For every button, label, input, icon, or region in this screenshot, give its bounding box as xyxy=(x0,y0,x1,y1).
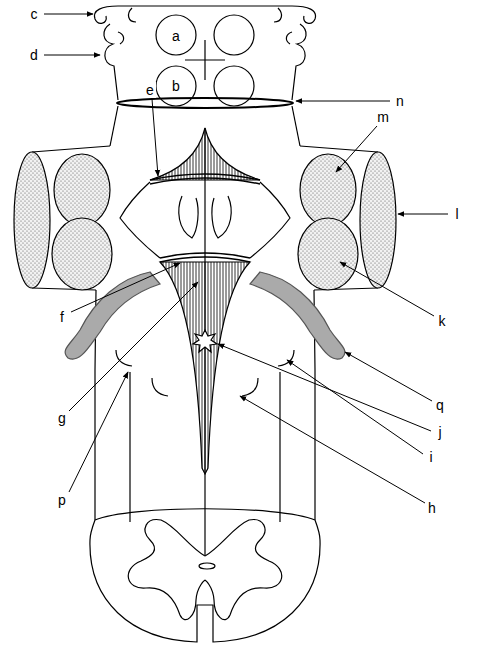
leader-line xyxy=(71,263,180,312)
cross-mark xyxy=(185,40,225,80)
leader-line xyxy=(69,372,128,492)
tubercle-curve xyxy=(116,350,132,366)
leader-line xyxy=(345,352,432,401)
callout-letter: i xyxy=(427,449,434,465)
medulla-outline xyxy=(129,372,130,522)
callout-letter: q xyxy=(434,397,446,413)
callout-letter: j xyxy=(436,424,443,440)
thalamus-outline xyxy=(94,6,205,23)
star-mark xyxy=(193,330,217,352)
central-canal xyxy=(199,563,215,569)
spinal-cord-section xyxy=(90,520,320,642)
callout-letter: k xyxy=(437,313,448,329)
leader-lines xyxy=(44,14,448,503)
geniculate-outline xyxy=(104,24,118,100)
leader-line xyxy=(398,214,448,215)
spinal-cord-section xyxy=(95,509,315,520)
tubercle-curve xyxy=(152,378,168,396)
peduncle-outline xyxy=(32,146,110,152)
brainstem-outline xyxy=(14,6,396,642)
leader-line xyxy=(152,99,158,176)
leader-line xyxy=(44,14,93,15)
peduncle-lobe xyxy=(54,154,110,226)
callout-letter: g xyxy=(56,410,68,426)
leader-line xyxy=(240,396,425,503)
pulvinar-curve xyxy=(129,8,136,22)
colliculus-circle xyxy=(156,66,196,106)
peduncle-outline xyxy=(110,106,118,146)
colliculus-circle xyxy=(156,15,196,55)
callout-letter: d xyxy=(28,47,40,63)
callout-letter: l xyxy=(453,206,460,222)
callout-letter: a xyxy=(170,28,182,44)
geniculate-curve xyxy=(118,32,124,44)
neck-ring xyxy=(117,98,293,108)
callout-letter: n xyxy=(394,93,406,109)
callout-letter: b xyxy=(170,78,182,94)
leader-line xyxy=(296,101,390,102)
callout-letter: m xyxy=(375,109,391,125)
callout-letter: c xyxy=(29,6,40,22)
callout-letter: p xyxy=(56,492,68,508)
callout-letter: e xyxy=(144,82,156,98)
leader-line xyxy=(218,344,431,431)
peduncle-cut-surface xyxy=(14,152,50,288)
leader-line xyxy=(44,55,100,56)
callout-letter: h xyxy=(426,500,438,516)
peduncle-lobe xyxy=(52,218,112,290)
callout-letter: f xyxy=(58,309,66,325)
grey-matter xyxy=(128,520,205,620)
grey-band xyxy=(65,272,160,359)
leader-line xyxy=(336,126,377,172)
leader-line xyxy=(69,282,198,411)
leader-line xyxy=(287,360,423,454)
leader-line xyxy=(340,262,434,316)
lateral-recess xyxy=(120,182,160,258)
facial-colliculus xyxy=(179,196,198,238)
